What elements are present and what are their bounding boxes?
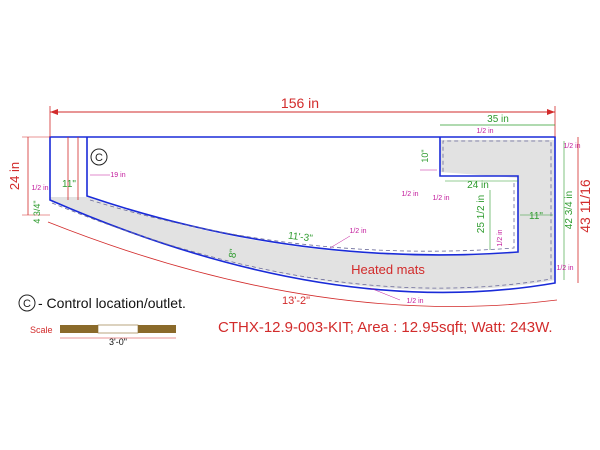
control-outlet-letter: C [95, 152, 103, 164]
gap-note-left: 1/2 in [31, 185, 48, 192]
right-height-label: 43 11/16 [577, 179, 593, 233]
control-offset-label: 19 in [110, 172, 125, 179]
gap-note-top: 1/2 in [476, 128, 493, 135]
scale-segment-3 [138, 325, 176, 333]
right-depth-label: 42 3/4 in [564, 191, 575, 229]
gap-note-right: 1/2 in [556, 265, 573, 272]
summary-label: CTHX-12.9-003-KIT; Area : 12.95sqft; Wat… [218, 319, 553, 336]
gap-note-arc: 1/2 in [349, 228, 366, 235]
mat-edge-inner [89, 180, 515, 252]
legend-control-symbol [18, 294, 36, 312]
left-lower-height-label: 4 3/4" [32, 200, 42, 223]
gap-note-depth: 1/2 in [497, 229, 504, 246]
gap-note-notch: 1/2 in [401, 191, 418, 198]
control-outlet-symbol [90, 148, 108, 166]
outer-arc-leader [369, 287, 401, 301]
heated-mat-area [50, 140, 555, 290]
notch-height-label: 10" [420, 149, 430, 162]
inner-arc-length-label: 11'-3" [287, 231, 313, 245]
mat-edge-outer [51, 140, 552, 289]
arc-leader [329, 235, 351, 249]
scale-length-label: 3'-0" [109, 337, 127, 347]
gap-note-inner: 1/2 in [432, 195, 449, 202]
countertop-inner-outline [86, 137, 519, 256]
gap-note-right-top: 1/2 in [563, 143, 580, 150]
outer-arc-dimension [47, 221, 558, 307]
arrow-left [50, 109, 58, 115]
scale-segment-1 [60, 325, 98, 333]
arrow-right [547, 109, 555, 115]
gap-note-outer: 1/2 in [406, 298, 423, 305]
left-inset-label: 11" [62, 179, 76, 190]
overall-width-label: 156 in [281, 95, 319, 111]
scale-label: Scale [30, 325, 53, 335]
top-right-width-label: 35 in [487, 114, 509, 125]
heated-mats-label: Heated mats [351, 262, 425, 277]
right-leg-label: 11" [529, 211, 543, 222]
mat-width-label: 8" [227, 248, 239, 259]
inner-step-label: 24 in [467, 180, 489, 191]
left-height-label: 24 in [7, 162, 22, 190]
inner-depth-label: 25 1/2 in [476, 195, 487, 233]
countertop-outline [49, 136, 556, 294]
legend-control-letter: C [23, 298, 31, 310]
outer-arc-length-label: 13'-2" [282, 295, 310, 307]
legend-text: - Control location/outlet. [38, 295, 186, 311]
scale-segment-2 [97, 324, 139, 334]
